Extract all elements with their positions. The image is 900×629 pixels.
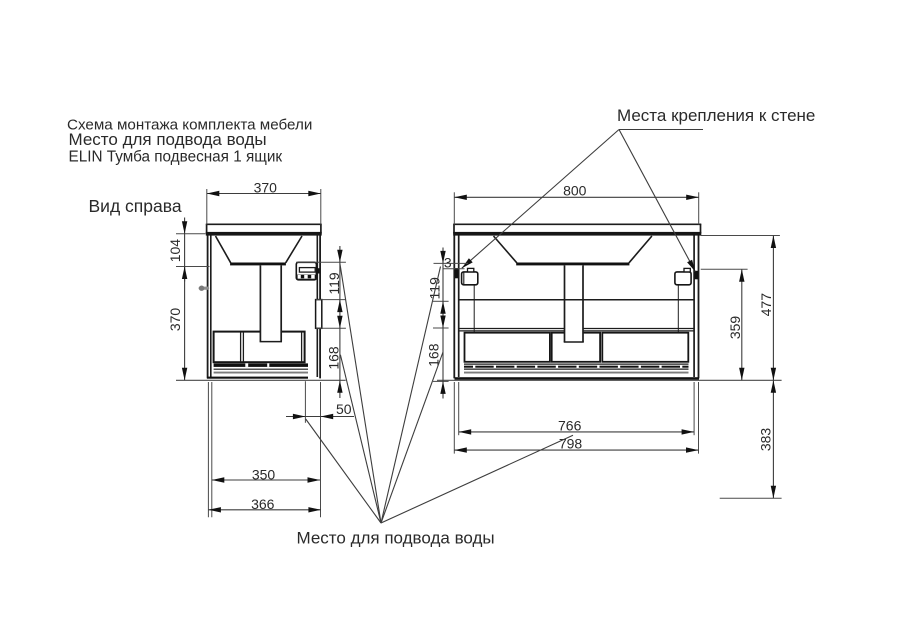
svg-text:370: 370 xyxy=(167,308,183,332)
svg-text:168: 168 xyxy=(426,343,442,367)
svg-text:370: 370 xyxy=(254,179,278,195)
svg-text:359: 359 xyxy=(727,316,743,340)
svg-text:350: 350 xyxy=(252,466,276,482)
svg-text:ELIN Тумба подвесная 1 ящик: ELIN Тумба подвесная 1 ящик xyxy=(69,149,283,166)
svg-text:383: 383 xyxy=(758,428,774,452)
svg-text:104: 104 xyxy=(167,239,183,263)
svg-text:477: 477 xyxy=(758,293,774,317)
svg-text:366: 366 xyxy=(251,496,275,512)
svg-text:50: 50 xyxy=(336,401,352,417)
svg-text:798: 798 xyxy=(559,436,583,452)
svg-text:119: 119 xyxy=(326,272,342,295)
svg-text:Место для подвода воды: Место для подвода воды xyxy=(69,130,267,149)
svg-text:Вид справа: Вид справа xyxy=(89,196,182,216)
svg-text:Место для подвода воды: Место для подвода воды xyxy=(297,529,495,548)
svg-text:119: 119 xyxy=(427,277,443,300)
svg-text:Места крепления к стене: Места крепления к стене xyxy=(617,106,815,125)
svg-text:766: 766 xyxy=(558,417,582,433)
svg-text:Схема монтажа комплекта мебели: Схема монтажа комплекта мебели xyxy=(67,117,312,134)
svg-text:168: 168 xyxy=(326,346,342,370)
svg-text:3: 3 xyxy=(444,254,452,270)
svg-text:800: 800 xyxy=(563,183,587,199)
